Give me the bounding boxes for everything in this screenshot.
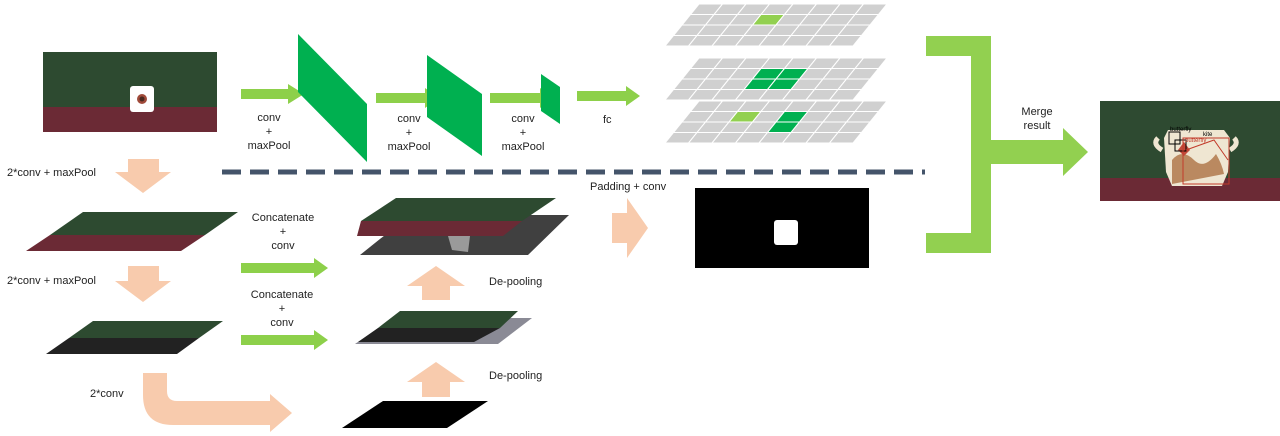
segmentation-output [695, 188, 869, 268]
decoder-map-middle [355, 311, 532, 344]
encoder-label-2: 2*conv + maxPool [7, 275, 96, 287]
padding-label: Padding + conv [590, 181, 667, 193]
grid-1 [663, 3, 889, 47]
result-label-3: butterfly [1185, 138, 1206, 144]
concat-arrow-2 [241, 330, 328, 350]
green-arrow-2 [376, 88, 439, 108]
result-label-2: kite [1203, 132, 1213, 138]
green-arrow-3 [490, 88, 554, 108]
decoder-map-top [357, 198, 569, 255]
feature-block-2 [427, 55, 482, 156]
peach-arrow-down-1 [115, 159, 171, 193]
depool-label-2: De-pooling [489, 370, 543, 382]
peach-arrow-right [612, 198, 648, 258]
peach-arrow-up-2 [407, 362, 465, 397]
peach-arrow-down-2 [115, 266, 171, 302]
grid-cell [853, 100, 889, 112]
encoder-map-2 [46, 321, 223, 354]
merge-bracket [926, 36, 1088, 253]
green-arrow-4 [577, 86, 640, 106]
input-image [43, 52, 217, 132]
grid-cell [853, 57, 889, 69]
concat-label-1: Concatenate + conv [251, 212, 315, 252]
grid-3 [663, 100, 889, 144]
fc-label: fc [603, 114, 612, 126]
decoder-map-bottom [342, 401, 488, 428]
concat-arrow-1 [241, 258, 328, 278]
encoder-label-3: 2*conv [90, 388, 124, 400]
result-label-1: butterfly [1170, 127, 1191, 133]
concat-label-2: Concatenate + conv [250, 289, 314, 329]
feature-block-3 [541, 74, 560, 124]
result-image [1100, 101, 1280, 201]
grid-cell [853, 3, 889, 15]
merge-label: Merge result [1021, 106, 1053, 132]
depool-label-1: De-pooling [489, 276, 543, 288]
conv-label-1: conv + maxPool [247, 112, 291, 152]
conv-label-2: conv + maxPool [387, 113, 431, 153]
grid-2 [663, 57, 889, 101]
peach-curved-arrow [143, 373, 292, 432]
feature-block-1 [298, 34, 367, 162]
fc-output-grids [663, 3, 889, 144]
encoder-map-1 [26, 212, 238, 251]
encoder-label-1: 2*conv + maxPool [7, 167, 96, 179]
green-arrow-1 [241, 84, 304, 104]
conv-label-3: conv + maxPool [501, 113, 545, 153]
peach-arrow-up-1 [407, 266, 465, 300]
